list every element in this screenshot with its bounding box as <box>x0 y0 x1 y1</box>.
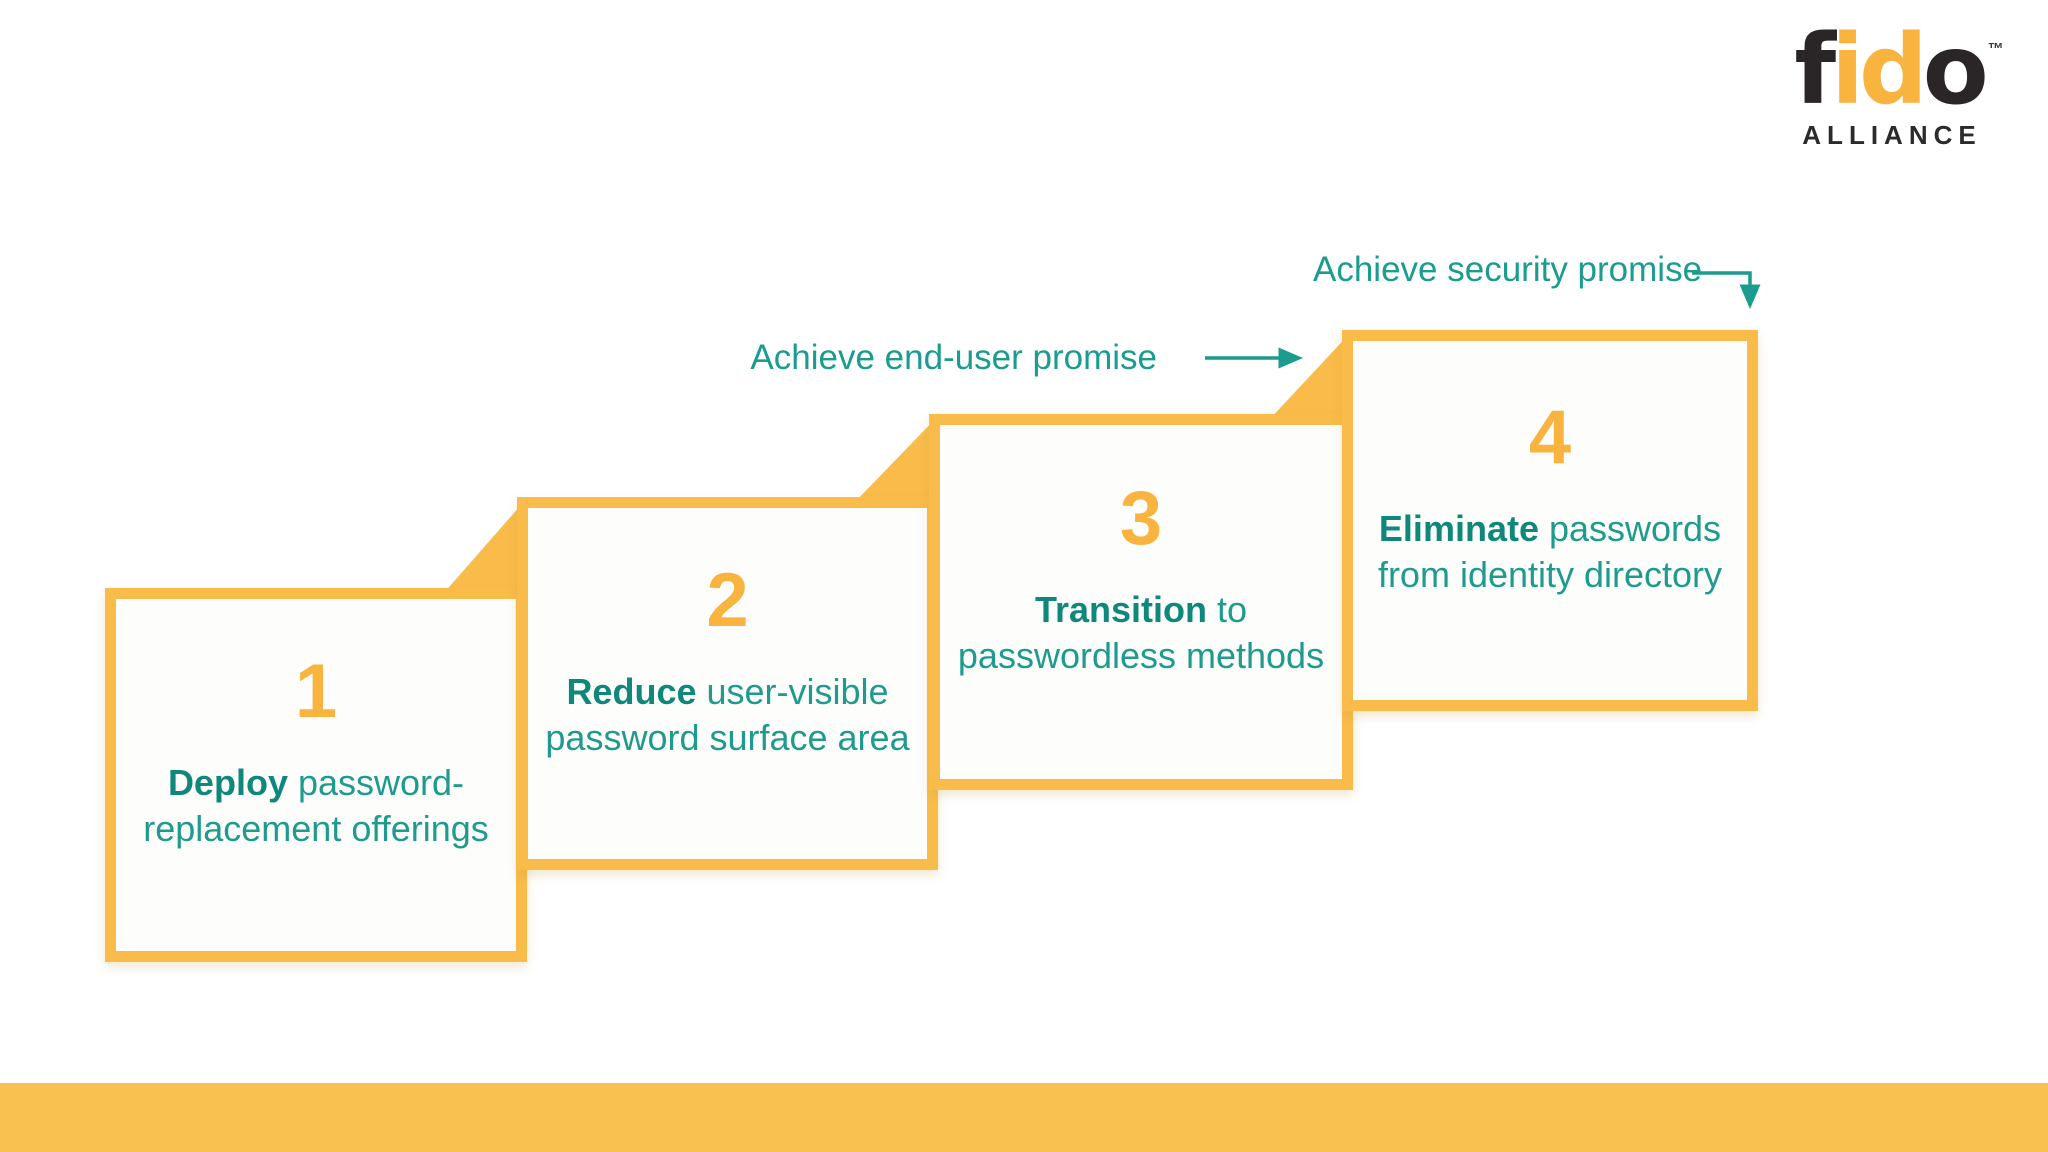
step-keyword: Reduce <box>566 670 697 712</box>
step-keyword: Eliminate <box>1378 507 1539 549</box>
step-connector-triangle-2 <box>443 497 528 594</box>
step-description: Transition to passwordless methods <box>958 587 1324 679</box>
step-box-2: 2 Reduce user-visible password surface a… <box>517 497 938 870</box>
step-description-line2: from identity directory <box>1377 553 1723 595</box>
step-keyword: Deploy <box>167 762 288 803</box>
step-connector-triangle-4 <box>1267 330 1353 422</box>
security-promise-label: Achieve security promise <box>1313 250 1703 289</box>
step-connector-triangle-3 <box>852 414 940 505</box>
step-box-1-content: 1 Deploy password- replacement offerings <box>116 599 516 951</box>
step-number: 2 <box>706 557 749 643</box>
step-text: password- <box>287 762 465 803</box>
step-description-line2: passwordless methods <box>957 635 1325 676</box>
wordmark-letters-id: id <box>1831 14 1928 126</box>
step-description-line2: replacement offerings <box>143 808 489 849</box>
footer-bar <box>0 1083 2048 1152</box>
trademark-symbol: ™ <box>1987 41 2004 58</box>
step-box-3: 3 Transition to passwordless methods <box>929 414 1353 790</box>
step-box-2-content: 2 Reduce user-visible password surface a… <box>528 508 927 859</box>
step-box-4: 4 Eliminate passwords from identity dire… <box>1342 330 1758 711</box>
step-description-line1: Reduce user-visible <box>545 669 909 715</box>
wordmark-letter-o: o <box>1922 14 1989 126</box>
step-description-line1: Deploy password- <box>143 760 489 806</box>
step-description: Reduce user-visible password surface are… <box>545 669 909 761</box>
step-box-4-content: 4 Eliminate passwords from identity dire… <box>1353 341 1747 700</box>
step-box-1: 1 Deploy password- replacement offerings <box>105 588 527 962</box>
fido-alliance-label: ALLIANCE <box>1802 120 1982 150</box>
step-description: Eliminate passwords from identity direct… <box>1378 506 1722 598</box>
step-number: 4 <box>1528 394 1572 480</box>
wordmark-letter-f: f <box>1794 14 1836 126</box>
step-text: passwords <box>1538 507 1722 549</box>
step-description-line2: password surface area <box>545 716 910 758</box>
step-text: user-visible <box>696 670 889 712</box>
step-text: to <box>1206 589 1248 630</box>
step-description-line1: Transition to <box>958 587 1324 633</box>
step-number: 1 <box>294 649 338 734</box>
step-number: 3 <box>1119 476 1163 561</box>
step-box-3-content: 3 Transition to passwordless methods <box>940 425 1342 779</box>
end-user-promise-label: Achieve end-user promise <box>750 338 1157 377</box>
step-keyword: Transition <box>1034 589 1207 630</box>
step-description: Deploy password- replacement offerings <box>143 760 489 852</box>
step-description-line1: Eliminate passwords <box>1378 506 1722 552</box>
